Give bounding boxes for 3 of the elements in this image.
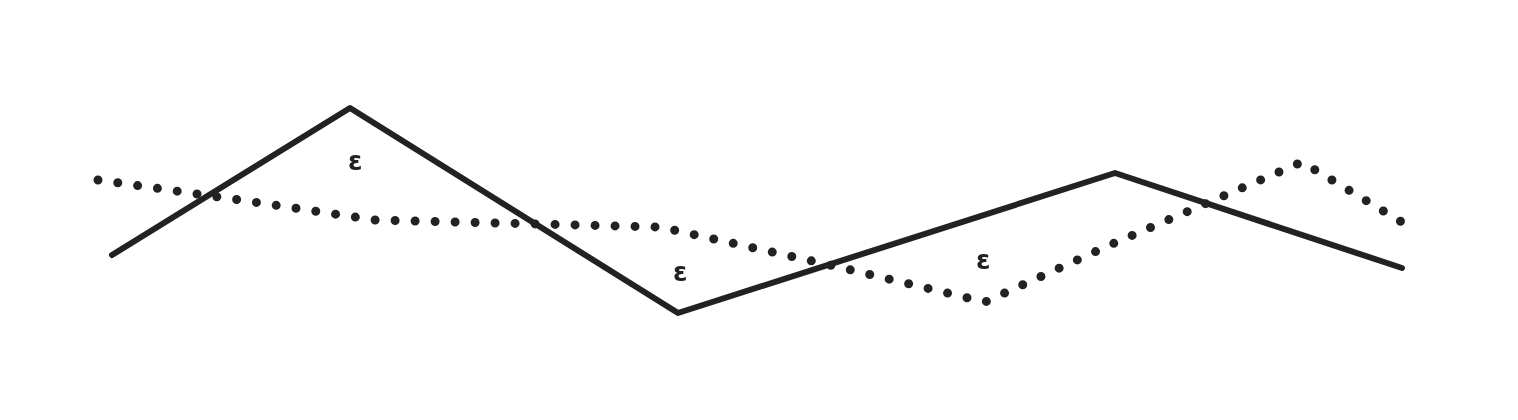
- epsilon-label: ε: [348, 148, 363, 174]
- epsilon-label: ε: [976, 247, 991, 273]
- epsilon-label: ε: [673, 259, 688, 285]
